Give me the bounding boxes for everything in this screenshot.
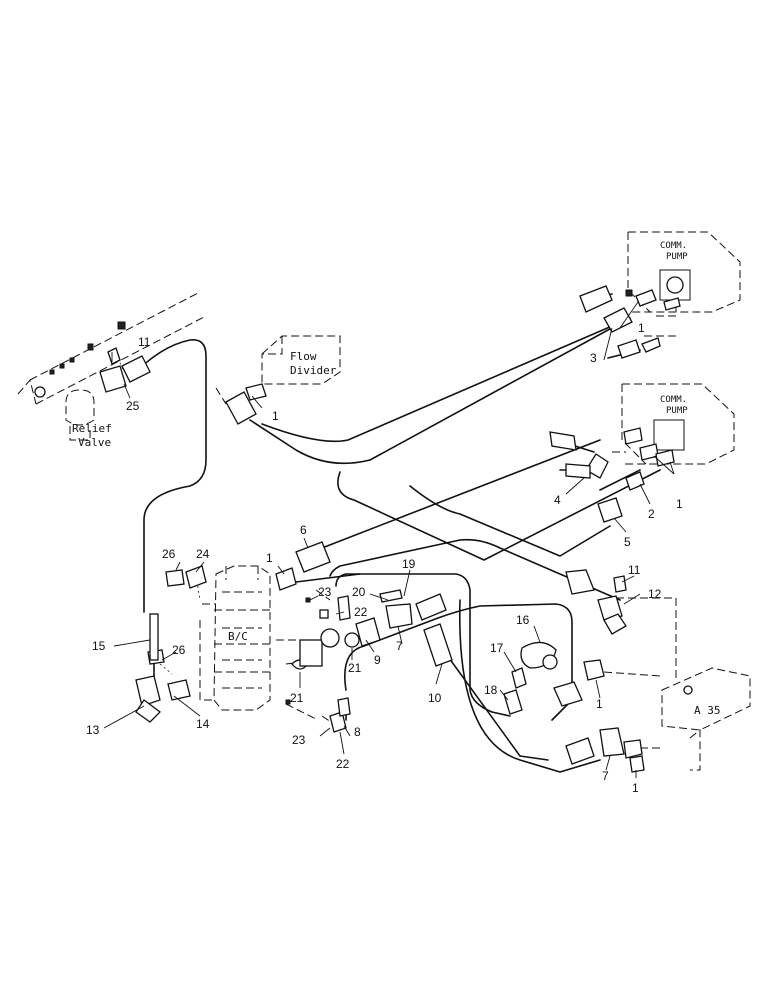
comm-pump-lower-label-2: PUMP <box>666 406 688 416</box>
callout-1: 1 <box>632 781 639 795</box>
callout-10: 10 <box>428 691 442 705</box>
callout-1: 1 <box>638 321 645 335</box>
comm-pump-upper-label-2: PUMP <box>666 252 688 262</box>
leader-lines <box>103 301 675 778</box>
central-fittings <box>319 589 453 733</box>
callout-23: 23 <box>318 585 332 599</box>
callout-14: 14 <box>196 717 210 731</box>
callout-1: 1 <box>272 409 279 423</box>
callout-26: 26 <box>172 643 186 657</box>
relief-valve-label-2: Valve <box>78 436 111 449</box>
callout-18: 18 <box>484 683 498 697</box>
bc-block-label: B/C <box>228 630 248 643</box>
right-fittings <box>553 569 645 773</box>
callout-21: 21 <box>348 661 362 675</box>
callouts: 1 3 1 2 4 5 1 11 25 1 6 26 24 15 26 13 1… <box>86 321 683 795</box>
flow-divider-label-1: Flow <box>290 350 317 363</box>
callout-12: 12 <box>648 587 662 601</box>
relief-valve-fittings <box>99 347 151 393</box>
comm-pump-upper-label-1: COMM. <box>660 241 687 251</box>
callout-1: 1 <box>676 497 683 511</box>
callout-5: 5 <box>624 535 631 549</box>
callout-17: 17 <box>490 641 504 655</box>
callout-7: 7 <box>602 769 609 783</box>
fittings <box>99 285 681 773</box>
fittings-16-18 <box>503 641 558 715</box>
a35-block-label: A 35 <box>694 704 721 717</box>
callout-6: 6 <box>300 523 307 537</box>
bc-fittings <box>275 541 340 705</box>
flow-divider-fittings <box>225 383 267 425</box>
callout-25: 25 <box>126 399 140 413</box>
callout-3: 3 <box>590 351 597 365</box>
callout-22: 22 <box>354 605 368 619</box>
callout-4: 4 <box>554 493 561 507</box>
callout-20: 20 <box>352 585 366 599</box>
callout-7: 7 <box>396 639 403 653</box>
callout-13: 13 <box>86 723 100 737</box>
flow-divider: Flow Divider <box>261 335 341 385</box>
callout-2: 2 <box>648 507 655 521</box>
callout-9: 9 <box>374 653 381 667</box>
callout-23: 23 <box>292 733 306 747</box>
comm-pump-lower: COMM. PUMP <box>621 383 735 465</box>
bc-valve-block: B/C <box>213 565 271 711</box>
comm-pump-lower-label-1: COMM. <box>660 395 687 405</box>
callout-11: 11 <box>138 335 151 349</box>
connection-lines <box>117 300 677 749</box>
callout-26: 26 <box>162 547 176 561</box>
callout-1: 1 <box>596 697 603 711</box>
left-fittings <box>135 565 207 723</box>
callout-24: 24 <box>196 547 210 561</box>
callout-15: 15 <box>92 639 106 653</box>
callout-22: 22 <box>336 757 350 771</box>
flow-divider-label-2: Divider <box>290 364 337 377</box>
callout-21: 21 <box>290 691 304 705</box>
relief-valve-label-1: Relief <box>72 422 112 435</box>
relief-valve-assembly: Relief Valve <box>17 291 207 449</box>
a35-block: A 35 <box>661 667 751 771</box>
callout-19: 19 <box>402 557 416 571</box>
comm-pump-upper-fittings <box>579 285 681 359</box>
callout-8: 8 <box>354 725 361 739</box>
comm-pump-lower-fittings <box>549 427 675 523</box>
callout-16: 16 <box>516 613 530 627</box>
callout-1: 1 <box>266 551 273 565</box>
callout-11: 11 <box>628 563 641 577</box>
